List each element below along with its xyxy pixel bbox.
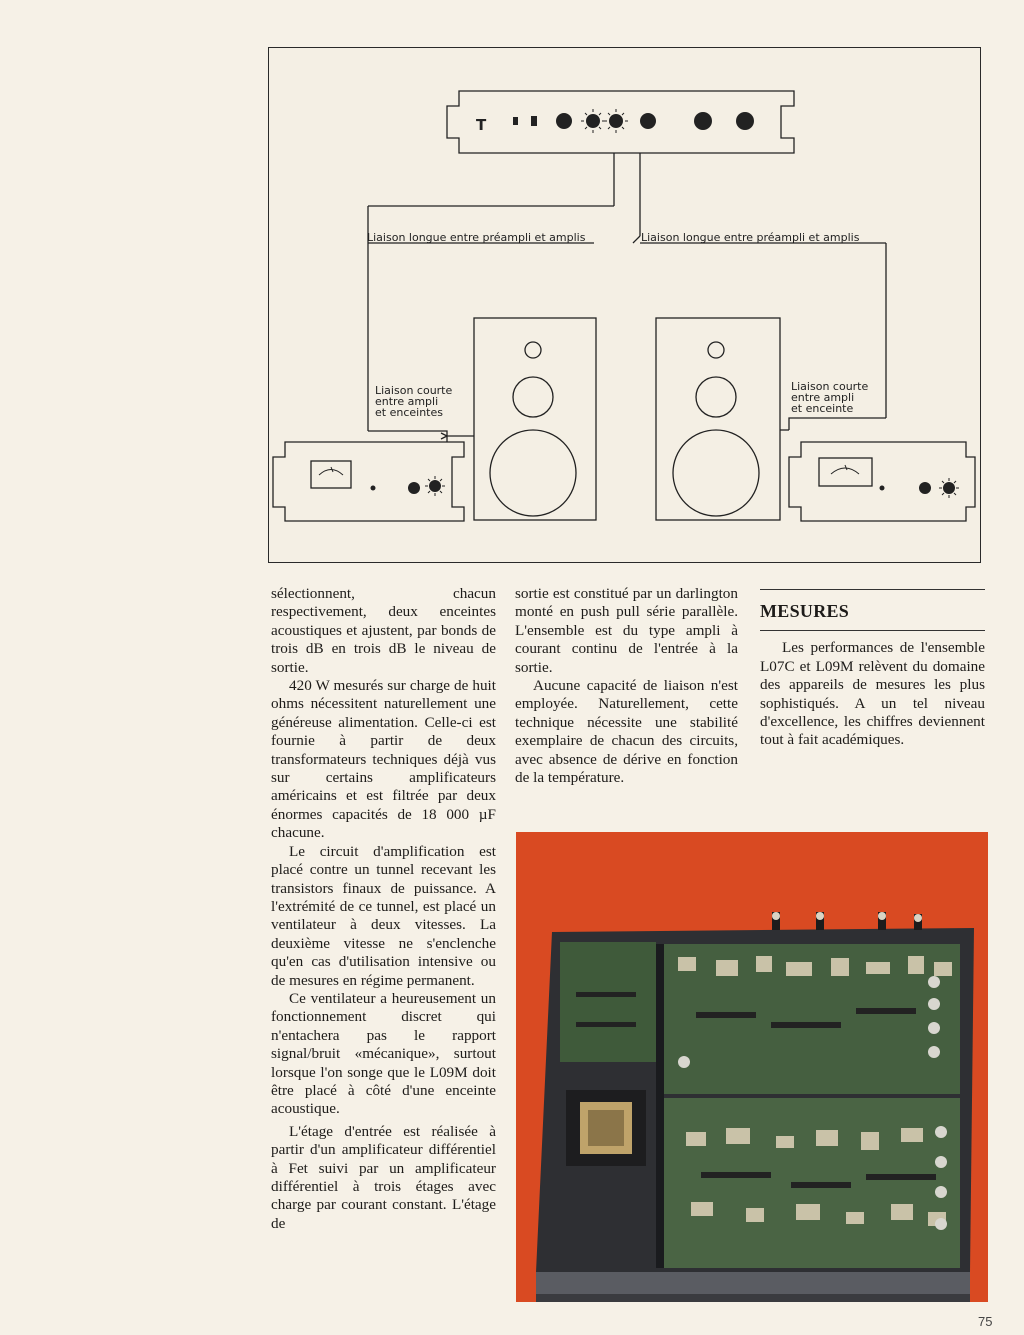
paragraph: L'étage d'entrée est réalisée à partir d… — [271, 1122, 496, 1232]
label-short-right-1: Liaison courte — [791, 380, 868, 393]
heading-rule-top — [760, 589, 985, 590]
paragraph: Aucune capacité de liaison n'est employé… — [515, 677, 738, 787]
text-column-3: MESURES Les performances de l'ensemble L… — [760, 585, 985, 750]
preamp-letter: T — [476, 116, 487, 134]
speaker-right — [655, 317, 781, 521]
amplifier-interior-photo — [516, 832, 988, 1302]
label-short-left-2: entre ampli — [375, 395, 438, 408]
text-column-1: sélectionnent, chacun respectivement, de… — [271, 585, 496, 1233]
label-short-left-3: et enceintes — [375, 406, 443, 419]
vu-meter-left — [310, 460, 352, 489]
paragraph: Les performances de l'ensemble L07C et L… — [760, 639, 985, 749]
speaker-left — [473, 317, 597, 521]
preamplifier-unit: T — [446, 90, 795, 154]
label-short-right-2: entre ampli — [791, 391, 854, 404]
paragraph: Le circuit d'amplification est placé con… — [271, 842, 496, 989]
power-amplifier-right — [788, 441, 976, 522]
page-number: 75 — [978, 1314, 993, 1329]
long-connection-wires — [367, 153, 887, 431]
label-short-left-1: Liaison courte — [375, 384, 452, 397]
label-long-right: Liaison longue entre préampli et amplis — [641, 231, 860, 244]
section-heading: MESURES — [760, 601, 850, 621]
vu-meter-right — [818, 457, 873, 487]
paragraph: Ce ventilateur a heureusement un fonctio… — [271, 989, 496, 1118]
heading-rule-bottom — [760, 630, 985, 632]
paragraph: sélectionnent, chacun respectivement, de… — [271, 585, 496, 676]
paragraph: sortie est constitué par un darlington m… — [515, 585, 738, 676]
system-diagram: T — [268, 47, 981, 563]
power-amplifier-left — [272, 441, 465, 522]
paragraph: 420 W mesurés sur charge de huit ohms né… — [271, 677, 496, 842]
label-long-left: Liaison longue entre préampli et amplis — [367, 231, 586, 244]
label-short-right-3: et enceinte — [791, 402, 853, 415]
text-column-2: sortie est constitué par un darlington m… — [515, 585, 738, 787]
